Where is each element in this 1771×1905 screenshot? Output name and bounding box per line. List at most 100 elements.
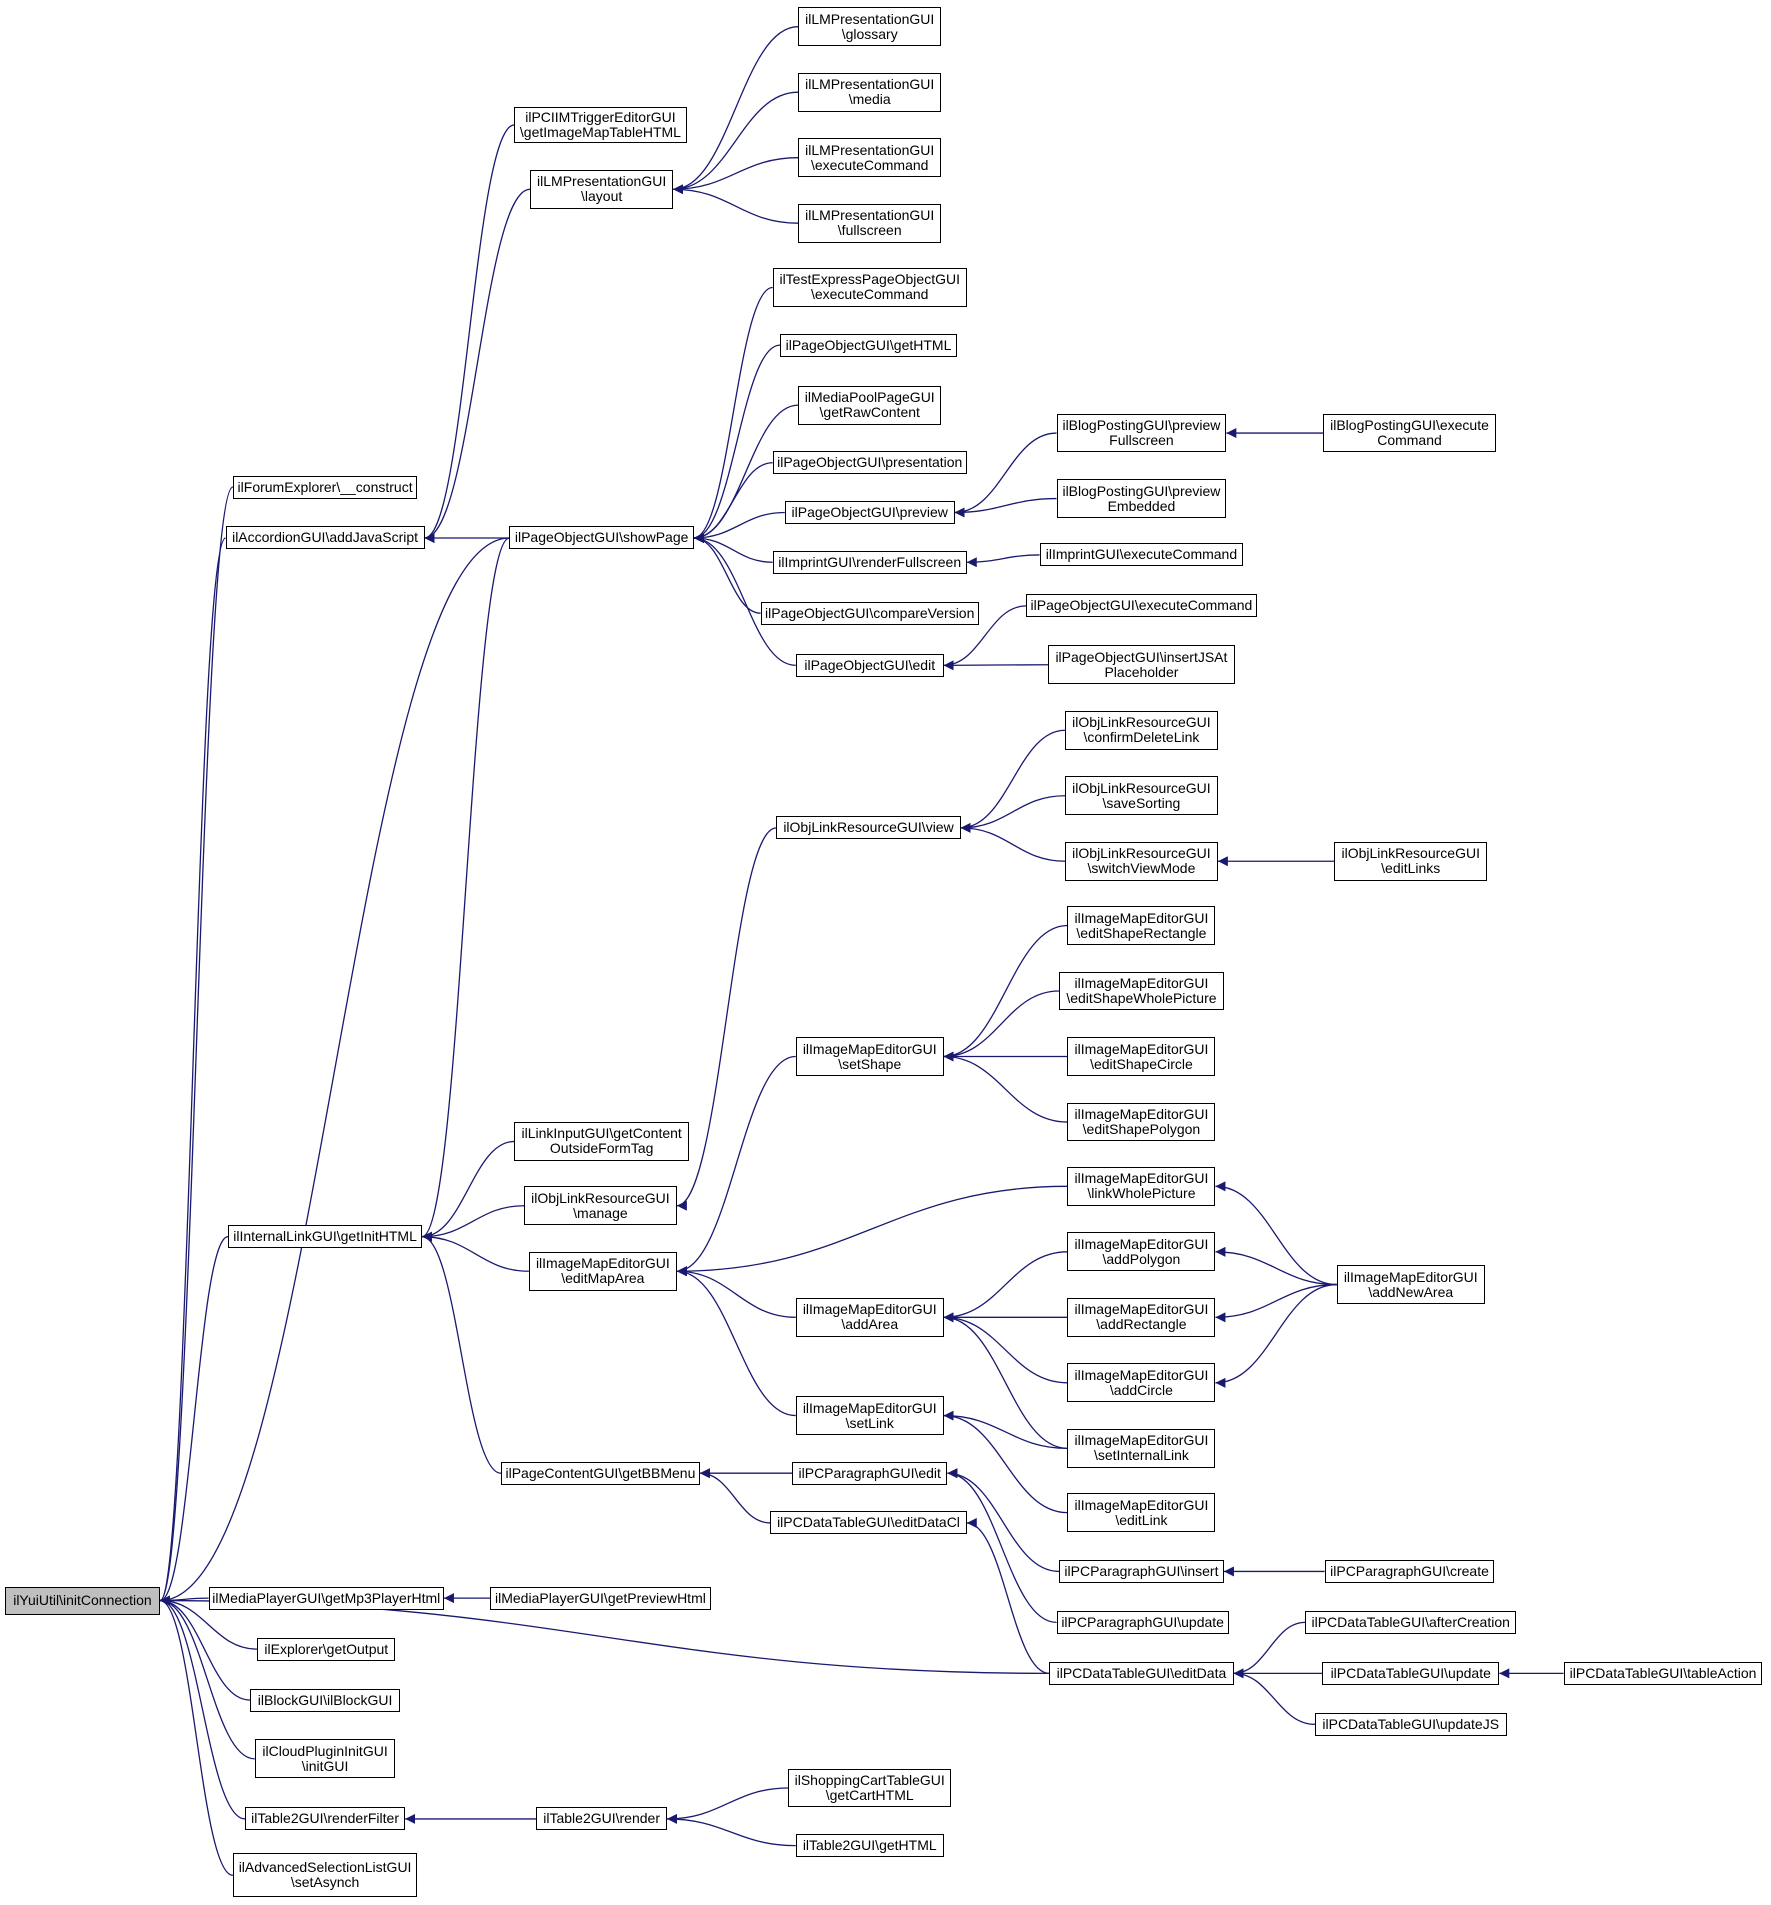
graph-node-espoly[interactable]: ilImageMapEditorGUI \editShapePolygon [1067, 1102, 1216, 1142]
graph-node-shopcart[interactable]: ilShoppingCartTableGUI \getCartHTML [788, 1768, 951, 1808]
graph-edge-8 [160, 1595, 246, 1820]
graph-node-t2gethtml[interactable]: ilTable2GUI\getHTML [795, 1834, 944, 1858]
graph-node-cloud[interactable]: ilCloudPluginInitGUI \initGUI [254, 1739, 396, 1779]
graph-edge-31 [943, 660, 1049, 671]
graph-node-blogexec[interactable]: ilBlogPostingGUI\execute Command [1323, 413, 1496, 453]
graph-node-editmaparea[interactable]: ilImageMapEditorGUI \editMapArea [528, 1251, 677, 1291]
graph-edge-19 [693, 344, 781, 543]
graph-edge-37 [676, 827, 777, 1211]
graph-node-blogemb[interactable]: ilBlogPostingGUI\preview Embedded [1056, 479, 1227, 518]
graph-node-setinternal[interactable]: ilImageMapEditorGUI \setInternalLink [1067, 1428, 1216, 1468]
graph-node-pocompare[interactable]: ilPageObjectGUI\compareVersion [760, 601, 979, 625]
graph-node-forum[interactable]: ilForumExplorer\__construct [232, 475, 418, 499]
graph-node-addrect[interactable]: ilImageMapEditorGUI \addRectangle [1067, 1297, 1216, 1337]
graph-node-oleditlinks[interactable]: ilObjLinkResourceGUI \editLinks [1334, 841, 1488, 881]
graph-edge-59 [943, 1410, 1068, 1514]
graph-node-pcimtrigger[interactable]: ilPCIIMTriggerEditorGUI \getImageMapTabl… [514, 106, 687, 144]
graph-node-pcparaedit[interactable]: ilPCParagraphGUI\edit [792, 1461, 948, 1485]
graph-node-objlinkmanage[interactable]: ilObjLinkResourceGUI \manage [524, 1186, 677, 1226]
graph-edge-55 [1215, 1246, 1337, 1286]
graph-node-poedit[interactable]: ilPageObjectGUI\edit [795, 653, 944, 677]
graph-node-t2render[interactable]: ilTable2GUI\render [536, 1807, 668, 1831]
graph-node-mediapool[interactable]: ilMediaPoolPageGUI \getRawContent [798, 385, 942, 425]
graph-edge-57 [1215, 1283, 1337, 1388]
graph-edge-44 [676, 1266, 796, 1318]
graph-node-pcdttable[interactable]: ilPCDataTableGUI\tableAction [1563, 1661, 1763, 1685]
graph-node-eswhole[interactable]: ilImageMapEditorGUI \editShapeWholePictu… [1058, 971, 1224, 1011]
graph-node-setlink[interactable]: ilImageMapEditorGUI \setLink [795, 1396, 944, 1435]
graph-node-lmmedia[interactable]: ilLMPresentationGUI \media [798, 72, 942, 112]
graph-edge-30 [943, 605, 1027, 671]
graph-node-explorer[interactable]: ilExplorer\getOutput [257, 1637, 396, 1661]
graph-node-poinsert[interactable]: ilPageObjectGUI\insertJSAt Placeholder [1048, 645, 1235, 685]
graph-edge-16 [673, 157, 799, 195]
graph-node-olswitch[interactable]: ilObjLinkResourceGUI \switchViewMode [1065, 841, 1218, 881]
graph-node-internallink[interactable]: ilInternalLinkGUI\getInitHTML [228, 1225, 423, 1249]
graph-edge-53 [943, 1312, 1068, 1449]
graph-node-pcdteditdata[interactable]: ilPCDataTableGUI\editData [1049, 1661, 1234, 1685]
graph-edge-63 [947, 1468, 1057, 1624]
graph-edge-22 [693, 511, 785, 543]
graph-node-accordion[interactable]: ilAccordionGUI\addJavaScript [225, 526, 425, 550]
graph-node-esrect[interactable]: ilImageMapEditorGUI \editShapeRectangle [1067, 906, 1216, 945]
graph-edge-29 [966, 554, 1040, 568]
graph-node-pcdtafter[interactable]: ilPCDataTableGUI\afterCreation [1305, 1610, 1517, 1634]
graph-edge-73 [667, 1813, 796, 1847]
graph-node-addpoly[interactable]: ilImageMapEditorGUI \addPolygon [1067, 1232, 1216, 1272]
graph-node-objlinkview[interactable]: ilObjLinkResourceGUI\view [776, 816, 961, 840]
graph-node-popresentation[interactable]: ilPageObjectGUI\presentation [772, 451, 967, 475]
graph-node-pcdtupdate[interactable]: ilPCDataTableGUI\update [1322, 1661, 1500, 1685]
graph-node-pcdtupdatejs[interactable]: ilPCDataTableGUI\updateJS [1314, 1712, 1507, 1736]
graph-edge-0 [159, 486, 234, 1606]
graph-node-setshape[interactable]: ilImageMapEditorGUI \setShape [795, 1037, 944, 1076]
graph-node-showpage[interactable]: ilPageObjectGUI\showPage [509, 526, 694, 550]
graph-edge-18 [693, 286, 773, 543]
graph-node-getpreview[interactable]: ilMediaPlayerGUI\getPreviewHtml [490, 1586, 711, 1610]
graph-edge-32 [421, 537, 510, 1242]
graph-edge-35 [422, 1231, 529, 1272]
graph-node-lmfull[interactable]: ilLMPresentationGUI \fullscreen [798, 203, 942, 243]
graph-edge-62 [947, 1468, 1059, 1573]
graph-edge-40 [960, 822, 1066, 862]
graph-node-olconfirm[interactable]: ilObjLinkResourceGUI \confirmDeleteLink [1065, 710, 1218, 750]
graph-edge-24 [693, 532, 761, 614]
graph-node-testexpress[interactable]: ilTestExpressPageObjectGUI \executeComma… [772, 268, 967, 307]
graph-node-addarea[interactable]: ilImageMapEditorGUI \addArea [795, 1297, 944, 1337]
graph-node-advsel[interactable]: ilAdvancedSelectionListGUI \setAsynch [232, 1853, 418, 1898]
graph-edge-43 [676, 1185, 1068, 1277]
graph-node-poexec[interactable]: ilPageObjectGUI\executeCommand [1026, 594, 1257, 618]
graph-node-renderfilter[interactable]: ilTable2GUI\renderFilter [245, 1807, 406, 1831]
graph-node-pogethtml[interactable]: ilPageObjectGUI\getHTML [779, 333, 958, 357]
graph-edge-14 [673, 26, 799, 195]
graph-node-imprintrender[interactable]: ilImprintGUI\renderFullscreen [772, 550, 967, 574]
graph-node-escircle[interactable]: ilImageMapEditorGUI \editShapeCircle [1067, 1037, 1216, 1076]
graph-edge-5 [160, 1595, 258, 1650]
graph-edge-50 [943, 1251, 1068, 1323]
graph-node-olsave[interactable]: ilObjLinkResourceGUI \saveSorting [1065, 776, 1218, 816]
graph-node-pcparaupdate[interactable]: ilPCParagraphGUI\update [1056, 1610, 1229, 1634]
graph-node-lmexec[interactable]: ilLMPresentationGUI \executeCommand [798, 138, 942, 178]
graph-node-lmlayout[interactable]: ilLMPresentationGUI \layout [530, 169, 674, 209]
graph-node-bbmenu[interactable]: ilPageContentGUI\getBBMenu [500, 1461, 700, 1485]
graph-node-pcparainsert[interactable]: ilPCParagraphGUI\insert [1058, 1559, 1224, 1583]
graph-edge-52 [943, 1312, 1068, 1384]
graph-node-popreview[interactable]: ilPageObjectGUI\preview [784, 500, 955, 525]
graph-edge-7 [160, 1595, 255, 1760]
graph-node-pcparacreate[interactable]: ilPCParagraphGUI\create [1324, 1559, 1495, 1583]
graph-node-blogfull[interactable]: ilBlogPostingGUI\preview Fullscreen [1056, 413, 1227, 453]
graph-node-mediaplayer[interactable]: ilMediaPlayerGUI\getMp3PlayerHtml [208, 1586, 444, 1610]
graph-node-block[interactable]: ilBlockGUI\ilBlockGUI [249, 1688, 401, 1712]
graph-node-addcircle[interactable]: ilImageMapEditorGUI \addCircle [1067, 1363, 1216, 1403]
graph-node-imprintexec[interactable]: ilImprintGUI\executeCommand [1039, 543, 1244, 567]
graph-node-root[interactable]: ilYuiUtil\initConnection [4, 1586, 161, 1615]
graph-node-editlink[interactable]: ilImageMapEditorGUI \editLink [1067, 1493, 1216, 1533]
graph-node-addnewarea[interactable]: ilImageMapEditorGUI \addNewArea [1336, 1265, 1485, 1304]
graph-edge-72 [667, 1787, 789, 1824]
graph-node-linkwhole[interactable]: ilImageMapEditorGUI \linkWholePicture [1067, 1166, 1216, 1206]
graph-node-linkinput[interactable]: ilLinkInputGUI\getContent OutsideFormTag [514, 1122, 689, 1161]
graph-node-lmglossary[interactable]: ilLMPresentationGUI \glossary [798, 7, 942, 47]
graph-edge-49 [943, 1051, 1068, 1123]
graph-node-pcdteditcl[interactable]: ilPCDataTableGUI\editDataCl [770, 1511, 967, 1535]
graph-edge-2 [160, 537, 510, 1606]
